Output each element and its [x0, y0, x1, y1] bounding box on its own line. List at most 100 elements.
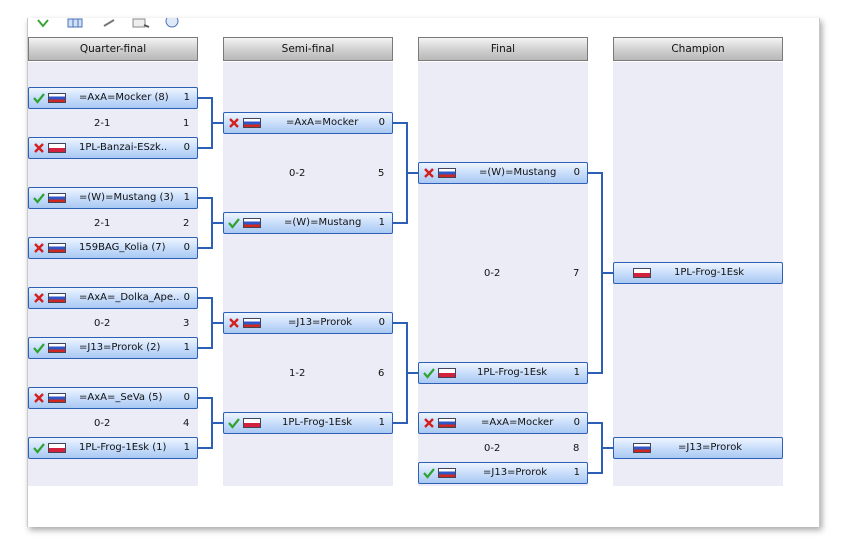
player-score: 1 — [378, 417, 385, 428]
column-quarterfinal-bg — [28, 62, 198, 486]
third-place-player-b[interactable]: =J13=Prorok 1 — [418, 462, 588, 484]
third-place-player-a[interactable]: =AxA=Mocker 0 — [418, 412, 588, 434]
qf1-match-number: 1 — [183, 118, 190, 129]
toolbar-green-icon[interactable] — [37, 18, 49, 28]
player-name: 159BAG_Kolia (7) — [79, 242, 166, 253]
russia-flag-icon — [438, 468, 456, 478]
qf2-player-a[interactable]: =(W)=Mustang (3) 1 — [28, 187, 198, 209]
poland-flag-icon — [243, 418, 261, 428]
toolbar-zoom-icon[interactable] — [132, 18, 150, 28]
russia-flag-icon — [633, 443, 651, 453]
qf4-player-a[interactable]: =AxA=_SeVa (5) 0 — [28, 387, 198, 409]
player-name: =J13=Prorok — [483, 467, 548, 478]
loss-x-icon — [34, 393, 44, 403]
player-name: =AxA=Mocker (8) — [79, 92, 169, 103]
qf3-player-b[interactable]: =J13=Prorok (2) 1 — [28, 337, 198, 359]
loss-x-icon — [424, 418, 434, 428]
win-check-icon — [228, 418, 240, 429]
player-name: 1PL-Frog-1Esk (1) — [79, 442, 167, 453]
player-name: =(W)=Mustang (3) — [79, 192, 174, 203]
poland-flag-icon — [48, 443, 66, 453]
russia-flag-icon — [48, 243, 66, 253]
player-score: 0 — [183, 142, 190, 153]
russia-flag-icon — [48, 93, 66, 103]
sf1-match-number: 5 — [378, 168, 385, 179]
russia-flag-icon — [48, 193, 66, 203]
player-score: 0 — [573, 167, 580, 178]
sf1-result: 0-2 — [289, 168, 306, 179]
sf2-player-a[interactable]: =J13=Prorok 0 — [223, 312, 393, 334]
header-final[interactable]: Final — [418, 37, 588, 61]
player-score: 1 — [183, 442, 190, 453]
sf2-player-b[interactable]: 1PL-Frog-1Esk 1 — [223, 412, 393, 434]
russia-flag-icon — [438, 418, 456, 428]
win-check-icon — [423, 468, 435, 479]
third-winner-name: =J13=Prorok — [678, 442, 743, 453]
win-check-icon — [33, 443, 45, 454]
win-check-icon — [33, 93, 45, 104]
qf2-player-b[interactable]: 159BAG_Kolia (7) 0 — [28, 237, 198, 259]
player-score: 0 — [183, 242, 190, 253]
russia-flag-icon — [243, 218, 261, 228]
toolbar-tool-icon[interactable] — [102, 18, 116, 28]
champion-slot[interactable]: 1PL-Frog-1Esk — [613, 262, 783, 284]
player-score: 1 — [378, 217, 385, 228]
loss-x-icon — [34, 243, 44, 253]
qf3-player-a[interactable]: =AxA=_Dolka_Ape.. 0 — [28, 287, 198, 309]
toolbar — [27, 18, 227, 30]
russia-flag-icon — [48, 393, 66, 403]
qf1-player-b[interactable]: 1PL-Banzai-ESzk.. 0 — [28, 137, 198, 159]
player-name: 1PL-Frog-1Esk — [282, 417, 353, 428]
player-name: =(W)=Mustang — [284, 217, 362, 228]
poland-flag-icon — [633, 268, 651, 278]
sf2-result: 1-2 — [289, 368, 306, 379]
russia-flag-icon — [243, 318, 261, 328]
qf2-match-number: 2 — [183, 218, 190, 229]
loss-x-icon — [34, 293, 44, 303]
qf4-player-b[interactable]: 1PL-Frog-1Esk (1) 1 — [28, 437, 198, 459]
sf1-player-a[interactable]: =AxA=Mocker 0 — [223, 112, 393, 134]
qf4-result: 0-2 — [94, 418, 111, 429]
player-name: =(W)=Mustang — [479, 167, 557, 178]
win-check-icon — [33, 193, 45, 204]
final-result: 0-2 — [484, 268, 501, 279]
final-player-b[interactable]: 1PL-Frog-1Esk 1 — [418, 362, 588, 384]
loss-x-icon — [229, 118, 239, 128]
player-score: 0 — [573, 417, 580, 428]
third-winner-slot[interactable]: =J13=Prorok — [613, 437, 783, 459]
player-name: =AxA=Mocker — [286, 117, 359, 128]
final-player-a[interactable]: =(W)=Mustang 0 — [418, 162, 588, 184]
toolbar-table-icon[interactable] — [67, 18, 83, 28]
header-champion[interactable]: Champion — [613, 37, 783, 61]
third-place-match-number: 8 — [573, 443, 580, 454]
sf1-player-b[interactable]: =(W)=Mustang 1 — [223, 212, 393, 234]
player-score: 1 — [183, 92, 190, 103]
final-match-number: 7 — [573, 268, 580, 279]
player-name: =AxA=_Dolka_Ape.. — [79, 292, 180, 303]
qf1-result: 2-1 — [94, 118, 111, 129]
win-check-icon — [33, 343, 45, 354]
sf2-match-number: 6 — [378, 368, 385, 379]
player-score: 0 — [183, 392, 190, 403]
third-place-result: 0-2 — [484, 443, 501, 454]
qf4-match-number: 4 — [183, 418, 190, 429]
poland-flag-icon — [438, 368, 456, 378]
player-score: 1 — [573, 467, 580, 478]
toolbar-globe-icon[interactable] — [165, 18, 179, 28]
header-semifinal[interactable]: Semi-final — [223, 37, 393, 61]
player-name: =AxA=_SeVa (5) — [79, 392, 163, 403]
qf3-match-number: 3 — [183, 318, 190, 329]
player-name: =J13=Prorok — [288, 317, 353, 328]
russia-flag-icon — [438, 168, 456, 178]
qf3-result: 0-2 — [94, 318, 111, 329]
loss-x-icon — [424, 168, 434, 178]
russia-flag-icon — [48, 343, 66, 353]
player-score: 1 — [573, 367, 580, 378]
qf1-player-a[interactable]: =AxA=Mocker (8) 1 — [28, 87, 198, 109]
champion-name: 1PL-Frog-1Esk — [674, 267, 745, 278]
russia-flag-icon — [243, 118, 261, 128]
header-quarterfinal[interactable]: Quarter-final — [28, 37, 198, 61]
player-score: 1 — [183, 342, 190, 353]
win-check-icon — [423, 368, 435, 379]
player-name: =J13=Prorok (2) — [79, 342, 161, 353]
